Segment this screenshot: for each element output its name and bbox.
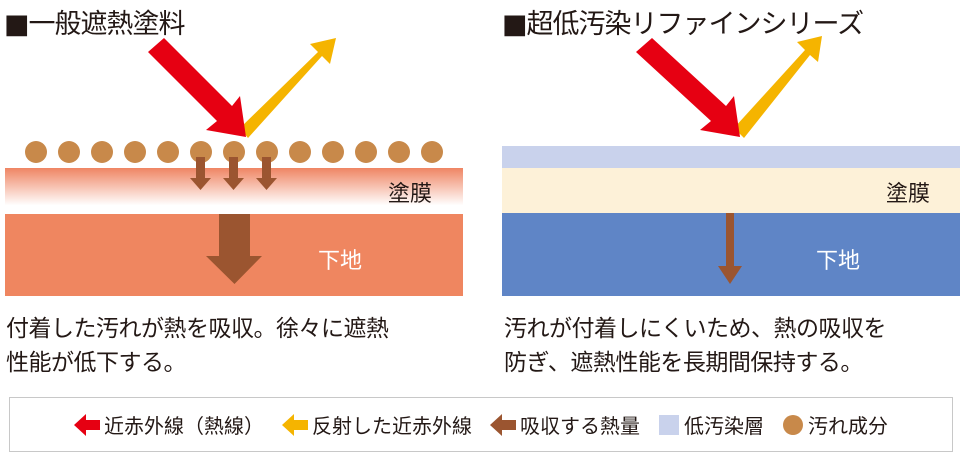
right-substrate-label: 下地 [816, 249, 861, 274]
left-coating-label: 塗膜 [388, 182, 433, 207]
infrared-arrow-icon [636, 38, 740, 137]
dirt-particles [25, 141, 443, 163]
legend-label: 低汚染層 [684, 414, 764, 438]
legend-item-absorbed-heat: 吸収する熱量 [490, 410, 640, 439]
left-description-line2: 性能が低下する。 [6, 350, 186, 376]
dirt-particle [58, 141, 80, 163]
yellow-arrow-icon [282, 413, 308, 436]
dirt-particle [124, 141, 146, 163]
legend-item-low-stain-layer: 低汚染層 [658, 410, 764, 439]
infrared-arrow-icon [148, 38, 246, 137]
legend-item-reflected: 反射した近赤外線 [282, 410, 472, 439]
left-substrate-label: 下地 [318, 249, 363, 274]
reflected-infrared-arrow-icon [734, 36, 822, 138]
right-description: 汚れが付着しにくいため、熱の吸収を 防ぎ、遮熱性能を長期間保持する。 [504, 312, 887, 380]
dirt-particle [256, 141, 278, 163]
dirt-particle [322, 141, 344, 163]
legend-label: 反射した近赤外線 [312, 414, 472, 438]
left-description-line1: 付着した汚れが熱を吸収。徐々に遮熱 [6, 316, 389, 342]
legend-item-infrared: 近赤外線（熱線） [74, 410, 264, 439]
low-stain-layer [502, 146, 960, 168]
legend-label: 吸収する熱量 [520, 414, 640, 438]
heat-arrow-icon [190, 157, 211, 190]
right-description-line1: 汚れが付着しにくいため、熱の吸収を [504, 316, 887, 342]
dirt-particle [223, 141, 245, 163]
dirt-particle [388, 141, 410, 163]
legend-label: 近赤外線（熱線） [104, 414, 264, 438]
heat-arrow-icon [223, 157, 244, 190]
dirt-particle [190, 141, 212, 163]
left-description: 付着した汚れが熱を吸収。徐々に遮熱 性能が低下する。 [6, 312, 389, 380]
small-absorbed-heat-arrows [190, 157, 277, 190]
dirt-particle [25, 141, 47, 163]
legend: 近赤外線（熱線） 反射した近赤外線 吸収する熱量 低汚染層 汚れ成分 [9, 397, 953, 452]
red-arrow-icon [74, 413, 100, 436]
right-coating-label: 塗膜 [886, 182, 931, 207]
lavender-square-icon [659, 414, 679, 435]
dirt-particle [157, 141, 179, 163]
legend-item-dirt: 汚れ成分 [782, 410, 888, 439]
right-coating-layer [502, 168, 960, 213]
legend-label: 汚れ成分 [808, 414, 888, 438]
large-absorbed-heat-arrow-icon [206, 214, 262, 284]
left-panel-title: ■一般遮熱塗料 [4, 9, 186, 40]
small-absorbed-heat-arrow-icon [718, 213, 742, 284]
dirt-particle [91, 141, 113, 163]
brown-arrow-icon [490, 413, 516, 436]
dirt-particle [289, 141, 311, 163]
right-description-line2: 防ぎ、遮熱性能を長期間保持する。 [504, 350, 863, 376]
dirt-particle [421, 141, 443, 163]
tan-circle-icon [783, 414, 803, 435]
right-panel-title: ■超低汚染リファインシリーズ [502, 9, 864, 40]
dirt-particle [355, 141, 377, 163]
reflected-infrared-arrow-icon [240, 38, 336, 138]
heat-arrow-icon [256, 157, 277, 190]
